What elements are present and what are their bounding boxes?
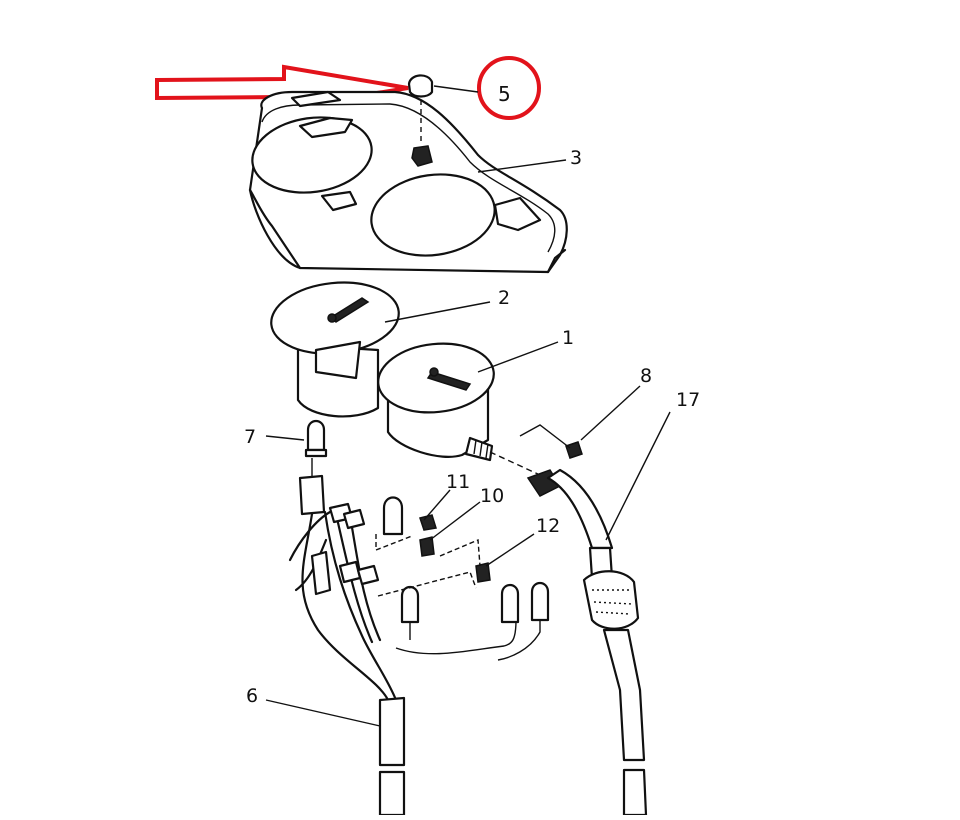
label-part-12: 12 bbox=[536, 515, 560, 537]
bulb-part-7 bbox=[304, 419, 328, 458]
indicator-bulbs bbox=[382, 496, 550, 624]
label-part-6: 6 bbox=[246, 685, 258, 707]
small-fasteners bbox=[375, 514, 491, 597]
label-part-3: 3 bbox=[570, 147, 582, 169]
label-part-5: 5 bbox=[498, 82, 511, 106]
label-part-7: 7 bbox=[244, 426, 256, 448]
part-number-labels: 5 3 2 1 8 17 7 11 10 12 6 bbox=[244, 82, 700, 707]
highlight-circle bbox=[477, 56, 541, 120]
label-part-11: 11 bbox=[446, 471, 470, 493]
speedometer-cable-part-17 bbox=[526, 468, 648, 817]
cap-nut-part-5 bbox=[407, 74, 434, 142]
label-part-8: 8 bbox=[640, 365, 652, 387]
label-part-2: 2 bbox=[498, 287, 510, 309]
wire-harness-part-6 bbox=[288, 458, 541, 817]
gauge-right-part-1 bbox=[377, 342, 541, 476]
label-part-1: 1 bbox=[562, 327, 574, 349]
gauge-left-part-2 bbox=[270, 281, 400, 418]
label-part-10: 10 bbox=[480, 485, 504, 507]
meter-case-cover bbox=[248, 90, 568, 274]
leader-lines bbox=[265, 85, 671, 727]
screw-part-8 bbox=[519, 424, 583, 459]
label-part-17: 17 bbox=[676, 389, 700, 411]
